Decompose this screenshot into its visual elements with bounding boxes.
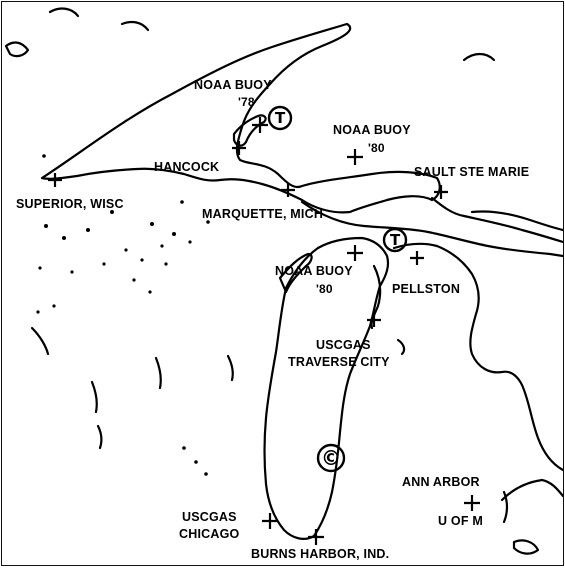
station-cross-traverse-city: [367, 313, 381, 327]
station-markers: [48, 117, 480, 545]
tower-circle-michigan: [382, 227, 408, 253]
label-marquette-mich: MARQUETTE, MICH: [202, 207, 324, 221]
station-cross-superior-wisc: [48, 173, 62, 187]
lake-michigan-shoreline: [263, 236, 390, 540]
label-uscgas-chicago-line2: CHICAGO: [179, 527, 240, 541]
inland-lake-wisp-1: [30, 326, 50, 356]
inland-lake-wisp-5: [96, 424, 103, 450]
inland-lake-small: [396, 338, 406, 356]
north-shore-fragment-3: [462, 52, 496, 62]
label-noaa-buoy-78-year: '78: [238, 95, 255, 109]
circled-c-ring: [316, 443, 346, 473]
north-shore-fragment-4: [48, 7, 80, 18]
station-cross-pellston: [410, 251, 424, 265]
scattered-dots: [36, 154, 210, 476]
lower-peninsula-east-shore: [392, 242, 563, 472]
label-noaa-buoy-80-michigan-year: '80: [316, 282, 333, 296]
label-burns-harbor-ind: BURNS HARBOR, IND.: [251, 547, 390, 561]
station-cross-burns-harbor: [308, 529, 324, 545]
traverse-bay: [370, 264, 382, 330]
tower-symbol-superior: T: [275, 109, 286, 127]
keweenaw-peninsula: [232, 114, 267, 147]
label-hancock: HANCOCK: [154, 160, 220, 174]
label-ann-arbor: ANN ARBOR: [402, 475, 480, 489]
label-superior-wisc: SUPERIOR, WISC: [16, 197, 124, 211]
tower-circle-superior: [267, 105, 293, 131]
lake-huron-coast: [470, 210, 563, 232]
station-cross-noaa-buoy-80-superior: [347, 149, 363, 165]
label-noaa-buoy-80-michigan: NOAA BUOY: [275, 264, 353, 278]
label-uscgas-traverse-city-line1: USCGAS: [316, 338, 371, 352]
station-cross-noaa-buoy-78: [252, 117, 268, 133]
lake-erie-island: [512, 539, 540, 555]
label-noaa-buoy-80-superior: NOAA BUOY: [333, 123, 411, 137]
station-cross-hancock: [232, 141, 246, 155]
station-cross-ann-arbor: [464, 495, 480, 511]
north-shore-fragment-2: [120, 20, 150, 32]
door-peninsula: [278, 252, 313, 294]
upper-peninsula-south-shore: [300, 200, 563, 258]
station-cross-marquette: [281, 183, 295, 197]
saginaw-area: [502, 490, 509, 524]
label-uscgas-chicago-line1: USCGAS: [182, 510, 237, 524]
label-sault-ste-marie: SAULT STE MARIE: [414, 165, 530, 179]
label-uscgas-traverse-city-line2: TRAVERSE CITY: [288, 355, 390, 369]
tower-symbol-michigan: T: [390, 231, 401, 249]
north-shore-fragment-1: [4, 41, 30, 58]
circled-c-symbol: ©: [321, 446, 341, 470]
label-noaa-buoy-80-superior-year: '80: [368, 141, 385, 155]
station-cross-chicago: [262, 513, 278, 529]
label-u-of-m: U OF M: [438, 514, 483, 528]
sault-area-coast: [430, 196, 563, 244]
inland-lake-wisp-2: [90, 380, 98, 414]
inland-lake-wisp-3: [154, 356, 162, 390]
label-pellston: PELLSTON: [392, 282, 461, 296]
inland-lake-wisp-4: [226, 354, 234, 382]
station-cross-noaa-buoy-80-michigan: [347, 245, 363, 261]
lake-erie-coast: [500, 478, 563, 502]
label-noaa-buoy-78: NOAA BUOY: [194, 78, 272, 92]
station-cross-sault: [434, 185, 448, 199]
lake-superior-shoreline: [40, 22, 441, 214]
